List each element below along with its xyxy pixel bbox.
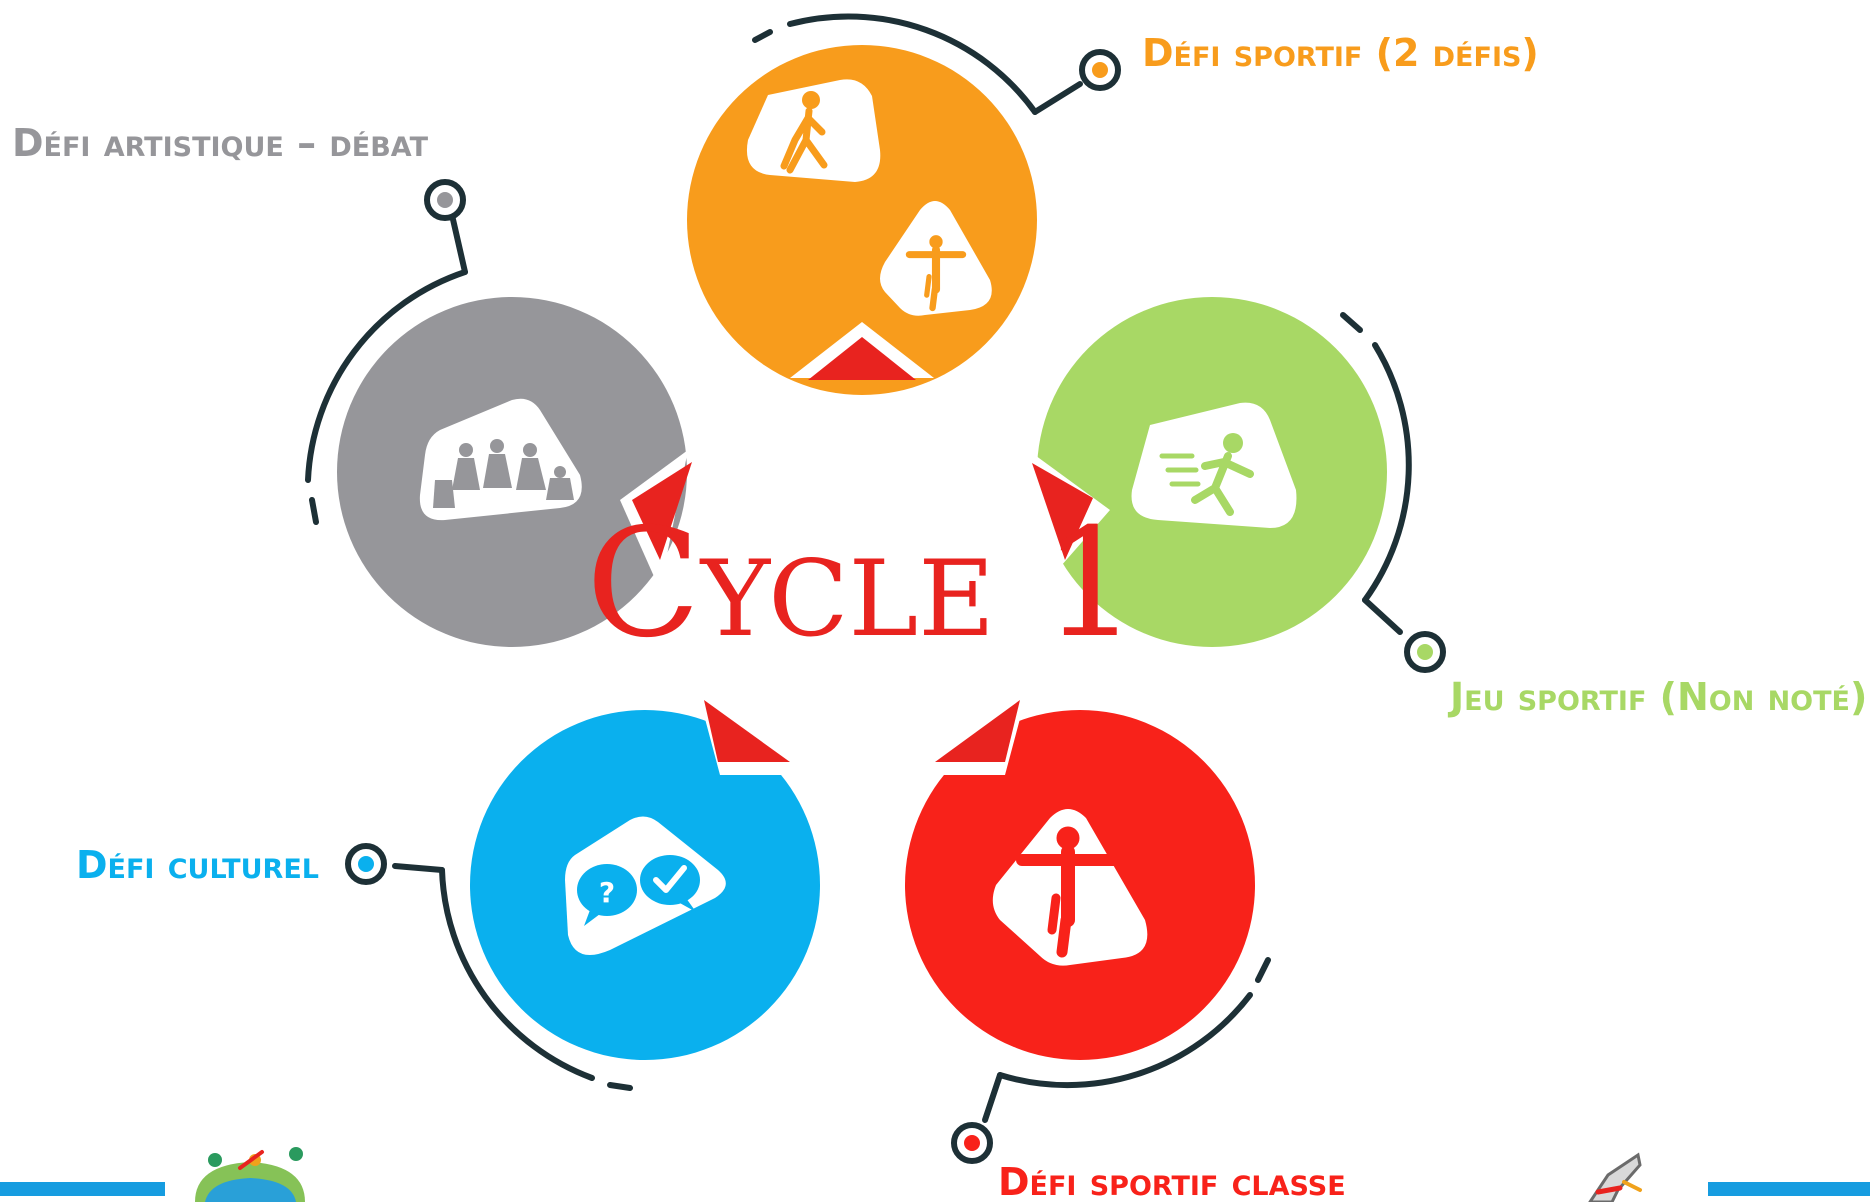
red-arc xyxy=(997,992,1253,1089)
label-game: Jeu sportif (Non noté) xyxy=(1447,675,1867,719)
mascot-logo xyxy=(1588,1152,1642,1202)
diagram-title: Cycle 1 xyxy=(586,497,1138,671)
gray-arrow xyxy=(632,462,692,560)
green-node xyxy=(1028,297,1387,647)
label-class-sport: Défi sportif classe xyxy=(998,1160,1346,1202)
label-cultural: Défi culturel xyxy=(76,843,319,887)
blue-node: ? xyxy=(470,700,820,1060)
gray-arc-dash xyxy=(309,497,319,525)
running-person-icon xyxy=(1131,402,1297,528)
green-arrow xyxy=(1032,463,1093,560)
green-leader xyxy=(1362,597,1403,635)
red-arrow xyxy=(935,700,1020,762)
leader-dots xyxy=(345,49,1446,1164)
red-leader xyxy=(982,1072,1003,1123)
e-rencontre-logo xyxy=(195,1147,305,1202)
blue-arc-dash xyxy=(607,1082,633,1091)
label-artistic: Défi artistique – débat xyxy=(12,121,429,165)
gray-leader xyxy=(449,212,468,275)
label-sport-two: Défi sportif (2 défis) xyxy=(1142,31,1539,75)
green-arc xyxy=(1362,342,1412,603)
gray-arc xyxy=(305,269,468,483)
red-node xyxy=(905,700,1255,1060)
group-discussion-icon xyxy=(419,398,582,521)
footer-bar-right xyxy=(1708,1182,1870,1196)
balance-person-icon xyxy=(992,809,1148,966)
blue-arrow xyxy=(704,700,790,762)
balance-person-icon xyxy=(880,201,992,316)
question-answer-bubbles-icon: ? xyxy=(565,816,726,955)
blue-arc xyxy=(439,867,595,1081)
orange-arrow xyxy=(808,337,916,380)
svg-text:?: ? xyxy=(599,876,615,909)
hiking-person-icon xyxy=(746,79,881,182)
footer-bar-left xyxy=(0,1182,165,1196)
orange-arc xyxy=(787,13,1038,115)
orange-leader xyxy=(1032,81,1083,115)
orange-node xyxy=(687,45,1037,395)
orange-arc-dash xyxy=(752,29,773,43)
connectors xyxy=(305,13,1412,1123)
green-arc-dash xyxy=(1340,312,1363,333)
blue-leader xyxy=(392,863,445,873)
gray-node xyxy=(337,297,692,647)
red-arc-dash xyxy=(1255,957,1271,983)
